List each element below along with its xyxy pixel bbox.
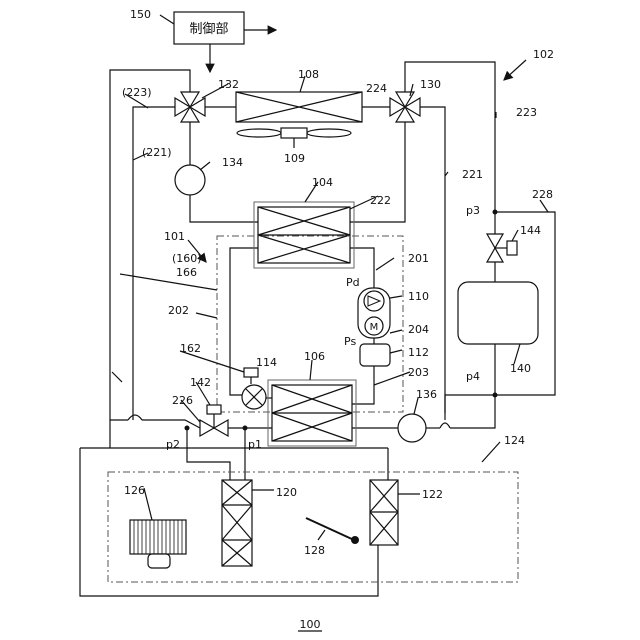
label-126: 126: [124, 484, 145, 497]
pump-136: [398, 414, 426, 442]
label-Pd: Pd: [346, 276, 360, 289]
figure-number: 100: [298, 618, 322, 631]
label-112: 112: [408, 346, 429, 359]
label-100: 100: [300, 618, 321, 631]
label-140: 140: [510, 362, 531, 375]
label-203: 203: [408, 366, 429, 379]
label-204: 204: [408, 323, 429, 336]
label-p3: p3: [466, 204, 480, 217]
four-way-valve-132: [175, 92, 205, 122]
label-228: 228: [532, 188, 553, 201]
fan-109: [237, 128, 351, 148]
label-221: 221: [462, 168, 483, 181]
heat-exchanger-120: [222, 480, 252, 566]
label-221-paren: (221): [142, 146, 172, 159]
label-136: 136: [416, 388, 437, 401]
damper-128: [306, 518, 359, 544]
label-109: 109: [284, 152, 305, 165]
motor-label: M: [370, 322, 379, 333]
label-108: 108: [298, 68, 319, 81]
label-142: 142: [190, 376, 211, 389]
label-130: 130: [420, 78, 441, 91]
label-223-paren: (223): [122, 86, 152, 99]
label-132: 132: [218, 78, 239, 91]
label-p2: p2: [166, 438, 180, 451]
label-120: 120: [276, 486, 297, 499]
leader-150: [160, 15, 174, 24]
tank-140: [458, 282, 538, 344]
label-101: 101: [164, 230, 185, 243]
label-114: 114: [256, 356, 277, 369]
valve-144: [487, 234, 517, 262]
label-224: 224: [366, 82, 387, 95]
label-128: 128: [304, 544, 325, 557]
label-p4: p4: [466, 370, 480, 383]
heat-exchanger-122: [370, 480, 398, 545]
label-160-paren: (160): [172, 252, 202, 265]
control-unit: 制御部: [174, 12, 244, 44]
label-110: 110: [408, 290, 429, 303]
label-p1: p1: [248, 438, 262, 451]
label-106: 106: [304, 350, 325, 363]
valve-142: [200, 405, 228, 436]
label-202: 202: [168, 304, 189, 317]
label-102: 102: [533, 48, 554, 61]
accumulator-112: [360, 344, 390, 366]
label-144: 144: [520, 224, 541, 237]
label-166: 166: [176, 266, 197, 279]
label-222: 222: [370, 194, 391, 207]
heat-exchanger-108: [236, 92, 362, 122]
label-Ps: Ps: [344, 335, 356, 348]
expansion-valve-114: [242, 368, 266, 409]
label-223: 223: [516, 106, 537, 119]
heat-exchanger-106: [268, 380, 356, 446]
label-104: 104: [312, 176, 333, 189]
heat-exchanger-104: [254, 202, 354, 268]
label-226: 226: [172, 394, 193, 407]
grille-126: [130, 520, 186, 568]
label-150: 150: [130, 8, 151, 21]
control-unit-label: 制御部: [189, 22, 228, 37]
label-201: 201: [408, 252, 429, 265]
label-162: 162: [180, 342, 201, 355]
label-122: 122: [422, 488, 443, 501]
four-way-valve-130: [390, 92, 420, 122]
label-134: 134: [222, 156, 243, 169]
label-124: 124: [504, 434, 525, 447]
compressor-110: M: [358, 288, 390, 338]
